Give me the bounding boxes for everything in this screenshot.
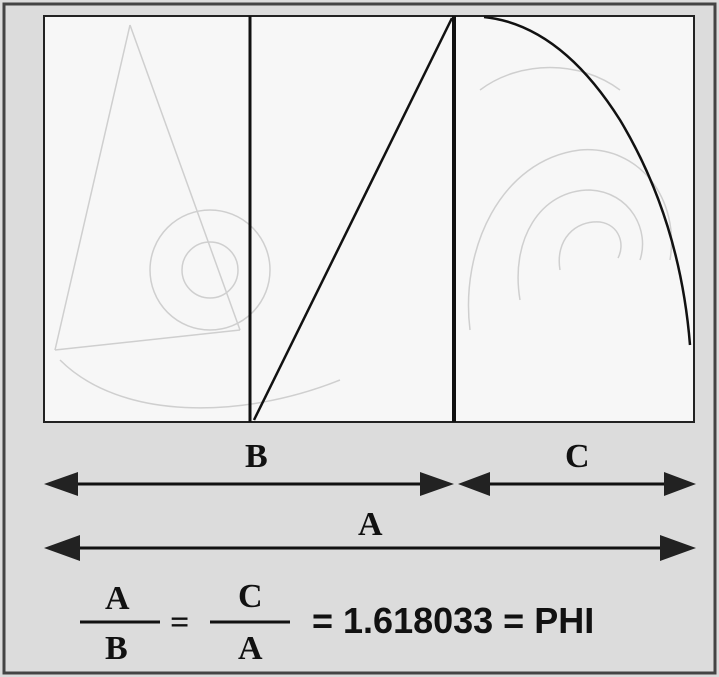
arrow-c — [458, 472, 696, 496]
fraction1-denominator: B — [105, 630, 128, 667]
equals-sign: = — [170, 604, 190, 641]
fraction2-denominator: A — [238, 630, 263, 667]
arrow-a — [44, 535, 696, 561]
diagonal-line — [252, 17, 454, 421]
arc-curve — [483, 15, 692, 346]
arrow-b — [44, 472, 454, 496]
phi-result: = 1.618033 = PHI — [312, 600, 595, 641]
faint-background-sketch — [54, 24, 673, 409]
label-c: C — [565, 438, 590, 475]
golden-rectangle — [43, 15, 695, 423]
fraction1-numerator: A — [105, 580, 130, 617]
label-b: B — [245, 438, 268, 475]
label-a: A — [358, 506, 383, 543]
fraction2-numerator: C — [238, 578, 263, 615]
